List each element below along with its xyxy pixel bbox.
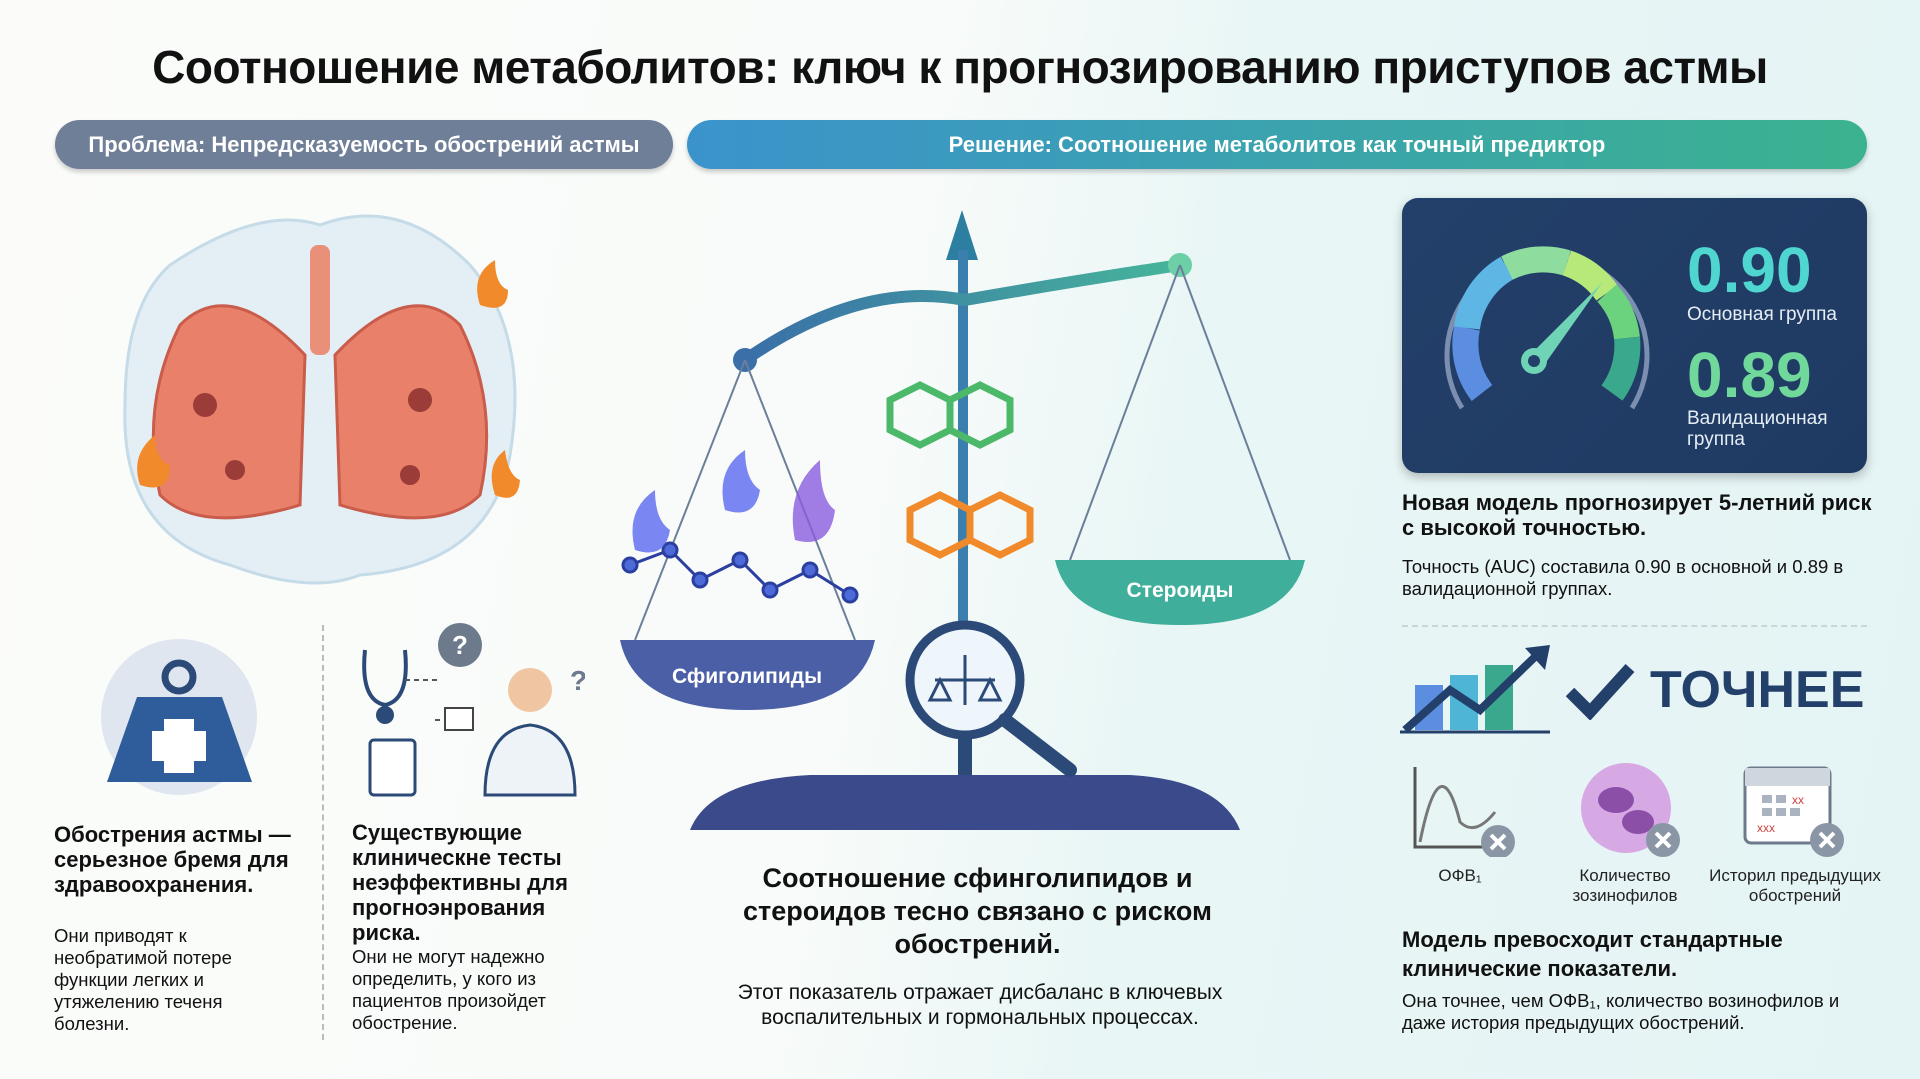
auc-card: 0.90 Основная группа 0.89 Валидационная … — [1402, 198, 1867, 473]
steroids-label: Стероиды — [1127, 579, 1234, 602]
auc-main-label: Основная группа — [1687, 304, 1837, 325]
model-heading: Новая модель прогнозирует 5-летний риск … — [1402, 490, 1872, 540]
better-label: ТОЧНЕЕ — [1650, 661, 1865, 719]
auc-validation-value: 0.89 — [1687, 339, 1812, 411]
eosinophil-label: Количество зозинофилов — [1572, 866, 1678, 905]
doctor-tests-icon: ? ? — [362, 623, 585, 797]
inflamed-spot-icon — [193, 388, 432, 485]
balance-scale-illustration: Сфиголипиды Стероиды — [620, 210, 1305, 830]
gauge-icon — [1444, 246, 1650, 410]
blue-flame-icon — [632, 450, 835, 553]
model-body: Точность (AUC) составила 0.90 в основной… — [1402, 556, 1844, 599]
fev1-label: ОФВ₁ — [1438, 866, 1482, 885]
steroid-molecule-icon — [886, 381, 1034, 559]
spirometry-chart-icon — [1413, 767, 1515, 857]
center-body: Этот показатель отражает дисбаланс в клю… — [737, 981, 1223, 1029]
tests-heading: Существующие клиническне тесты неэффекти… — [352, 820, 568, 945]
eosinophil-cell-icon — [1581, 763, 1680, 857]
checkmark-icon — [1565, 663, 1635, 720]
problem-banner: Проблема: Непредсказуемость обострений а… — [55, 120, 673, 169]
section-divider — [1402, 625, 1867, 627]
outperforms-body: Она точнее, чем ОФВ₁, количество возиноф… — [1402, 990, 1840, 1033]
auc-main-value: 0.90 — [1687, 234, 1812, 306]
burden-heading: Обострения астмы — серьезное бремя для з… — [54, 822, 291, 897]
medical-weight-icon — [101, 639, 257, 795]
tests-body: Они не могут надежно определить, у кого … — [352, 946, 547, 1033]
column-divider — [322, 625, 324, 1040]
solution-banner: Решение: Соотношение метаболитов как точ… — [687, 120, 1867, 169]
burden-body: Они приводят к необратимой потере функци… — [54, 925, 232, 1034]
page-title: Соотношение метаболитов: ключ к прогнози… — [152, 41, 1768, 93]
center-heading: Соотношение сфинголипидов и стероидов те… — [742, 863, 1213, 959]
svg-text:xxx: xxx — [1757, 821, 1775, 835]
svg-text:xx: xx — [1792, 793, 1804, 807]
svg-text:?: ? — [570, 665, 585, 696]
flame-icon — [137, 260, 520, 498]
growth-chart-icon — [1400, 645, 1550, 734]
lungs-illustration — [123, 214, 520, 585]
sphingolipids-label: Сфиголипиды — [672, 665, 822, 688]
auc-validation-label: Валидационная группа — [1687, 408, 1828, 450]
sphingolipid-molecule-icon — [621, 541, 859, 604]
outperforms-heading: Модель превосходит стандартные клиническ… — [1402, 927, 1783, 981]
svg-text:?: ? — [452, 630, 468, 660]
history-label: Историл предыдущих обострений — [1709, 866, 1881, 905]
